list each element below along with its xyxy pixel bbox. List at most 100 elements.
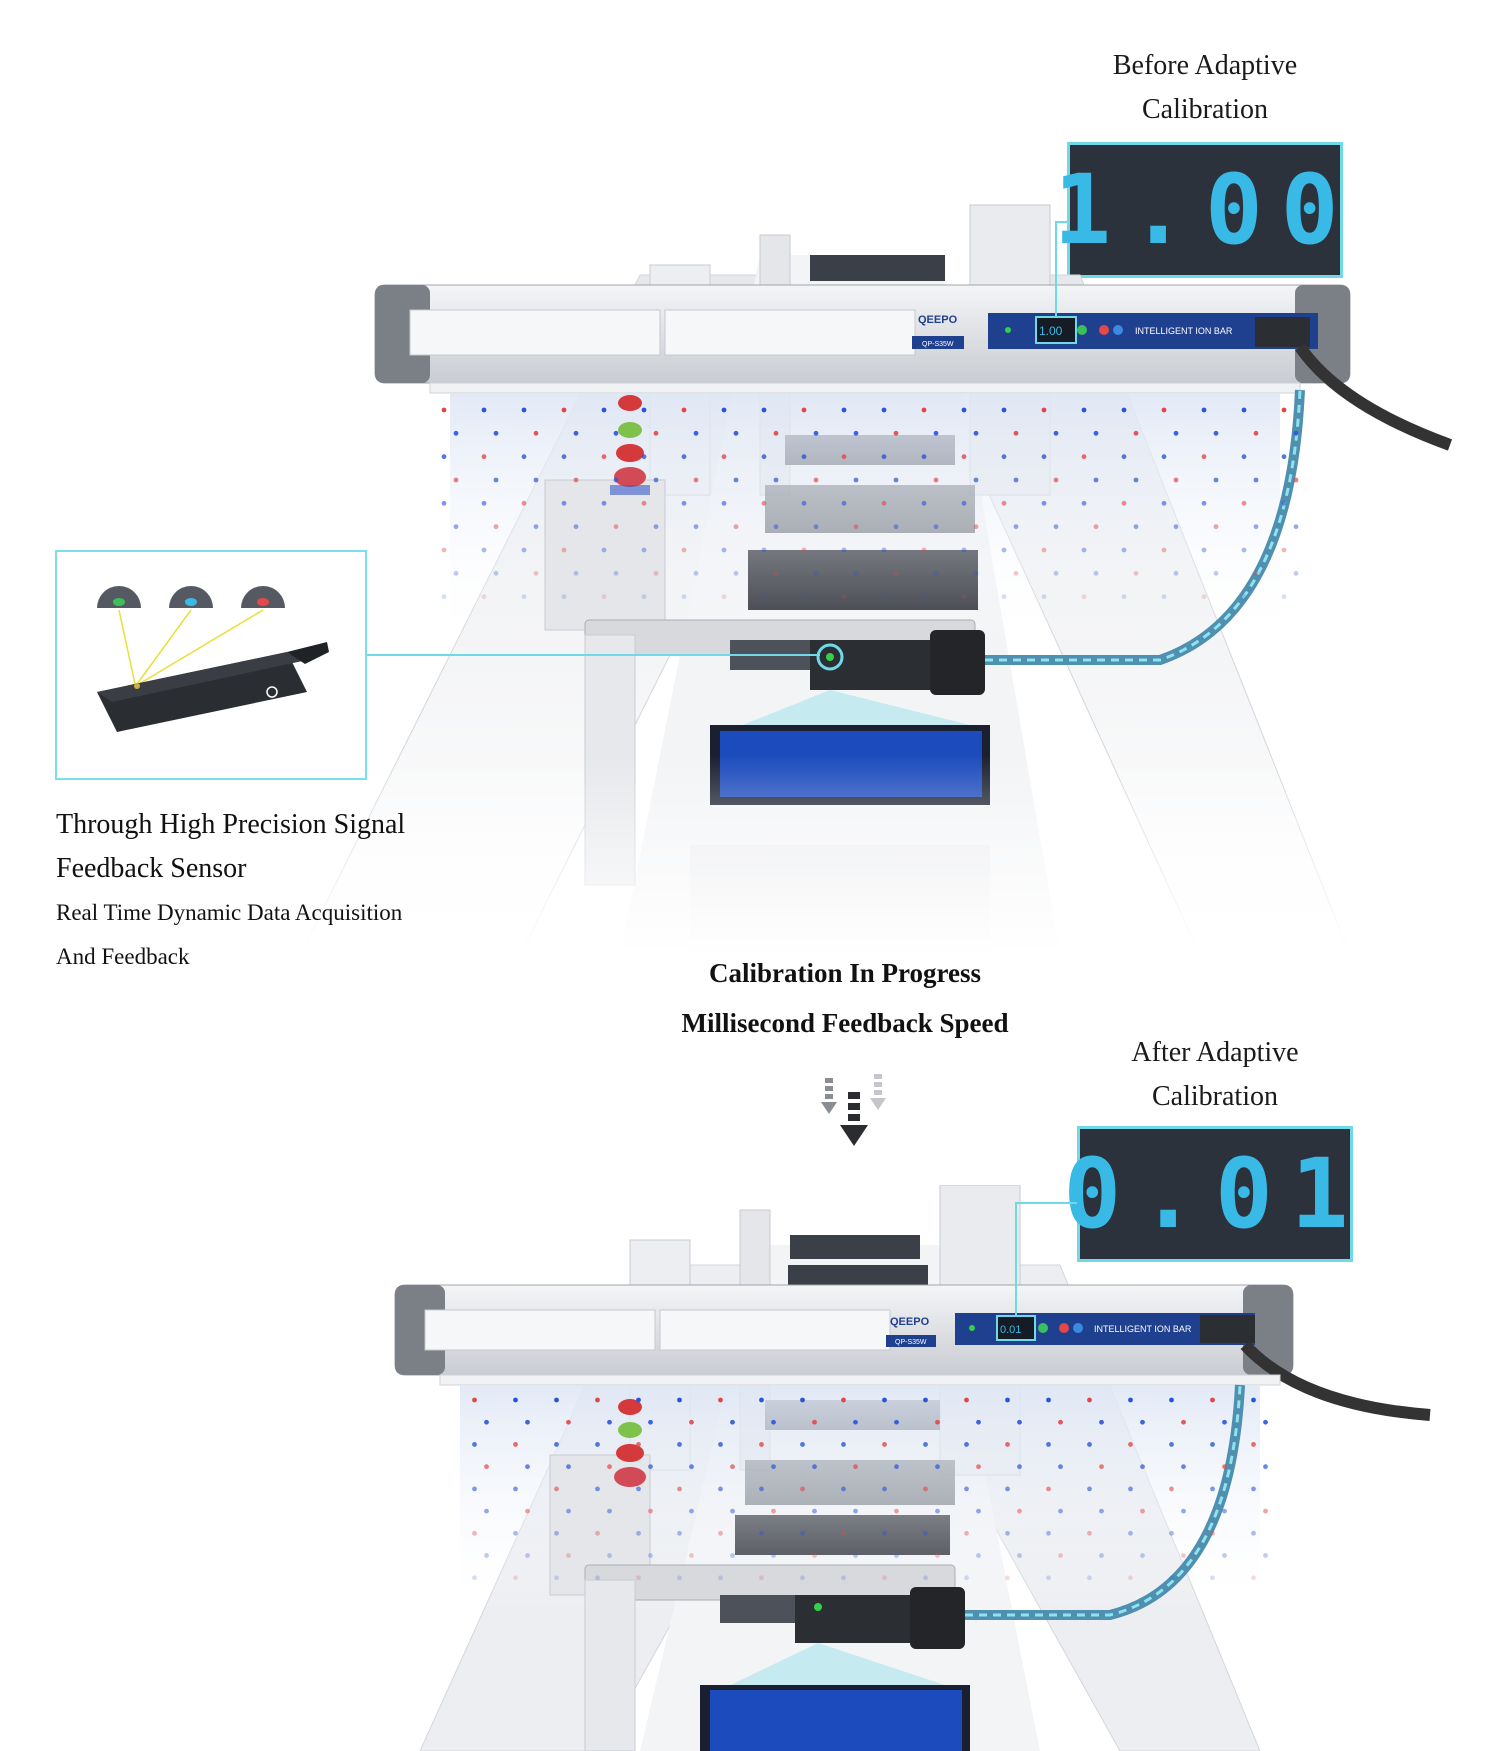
blue-led-icon [185, 598, 197, 606]
ion-particle [921, 547, 927, 553]
ion-particle [561, 407, 567, 413]
ion-particle [1005, 1442, 1010, 1447]
ion-particle [1222, 1464, 1227, 1470]
ion-particle [771, 1553, 776, 1558]
ion-particle [1087, 1575, 1092, 1581]
ion-particle [882, 1575, 887, 1581]
ion-particle [1241, 454, 1247, 460]
ion-particle [1161, 500, 1167, 506]
ion-particle [554, 1575, 559, 1581]
ion-particle [1013, 524, 1019, 530]
ion-particle [677, 1575, 682, 1581]
ion-particle [933, 477, 939, 483]
ion-particle [1169, 1575, 1174, 1581]
top-bar-brand: QEEPO [918, 314, 958, 326]
ion-particle [636, 1486, 641, 1492]
ion-particle [853, 430, 859, 436]
ion-particle [1121, 407, 1127, 413]
ion-particle [881, 500, 887, 506]
ion-particle [481, 500, 487, 506]
ion-particle [653, 570, 659, 576]
ion-particle [601, 407, 607, 413]
ion-particle [693, 477, 699, 483]
ion-particle [1201, 454, 1207, 460]
ion-particle [566, 1464, 571, 1470]
ion-particle [1169, 1530, 1174, 1536]
ion-particle [1293, 524, 1299, 530]
ion-particle [733, 524, 739, 530]
ion-particle [921, 594, 927, 600]
ion-particle [1093, 430, 1099, 436]
ion-particle [484, 1553, 489, 1558]
ion-particle [1133, 570, 1139, 576]
ion-particle [607, 1508, 612, 1514]
ion-particle [561, 594, 567, 600]
ion-particle [484, 1508, 489, 1514]
ion-particle [1173, 477, 1179, 483]
ion-particle [1253, 570, 1259, 576]
ion-particle [1169, 1397, 1174, 1403]
after-label-line1: After Adaptive [1131, 1037, 1299, 1068]
ion-particle [1093, 570, 1099, 576]
ion-particle [1128, 1442, 1133, 1447]
ion-particle [573, 430, 579, 436]
ion-particle [613, 524, 619, 530]
ion-particle [554, 1442, 559, 1447]
sensor-illustration [97, 586, 329, 732]
ion-particle [773, 524, 779, 530]
ion-particle [1293, 570, 1299, 576]
ion-particle [1210, 1486, 1215, 1492]
ion-particle [561, 500, 567, 506]
ion-particle [1161, 454, 1167, 460]
ion-particle [513, 1575, 518, 1581]
ion-particle [1087, 1442, 1092, 1447]
ion-particle [607, 1553, 612, 1558]
ion-particle [801, 547, 807, 553]
ion-particle [801, 407, 807, 413]
ion-particle [853, 1553, 858, 1558]
ion-particle [493, 477, 499, 483]
ion-particle [800, 1530, 805, 1536]
ion-particle [453, 524, 459, 530]
ion-particle [759, 1530, 764, 1536]
ion-particle [689, 1464, 694, 1470]
ion-particle [1099, 1508, 1104, 1514]
ion-particle [759, 1575, 764, 1581]
ion-particle [1213, 430, 1219, 436]
ion-particle [1128, 1530, 1133, 1536]
ion-particle [964, 1575, 969, 1581]
ion-particle [759, 1397, 764, 1403]
ion-particle [893, 570, 899, 576]
ion-particle [893, 524, 899, 530]
ion-particle [1241, 407, 1247, 413]
ion-particle [481, 454, 487, 460]
ion-particle [1005, 1530, 1010, 1536]
ion-particle [493, 570, 499, 576]
ion-particle [1133, 524, 1139, 530]
ion-particle [1293, 430, 1299, 436]
ion-particle [677, 1397, 682, 1403]
ion-particle [648, 1464, 653, 1470]
ion-particle [472, 1486, 477, 1492]
ion-particle [964, 1530, 969, 1536]
ion-particle [1251, 1486, 1256, 1492]
ion-particle [813, 477, 819, 483]
ion-particle [1046, 1486, 1051, 1492]
ion-particle [573, 524, 579, 530]
ion-particle [525, 1508, 530, 1514]
ion-particle [1013, 570, 1019, 576]
ion-particle [601, 547, 607, 553]
ion-particle [595, 1530, 600, 1536]
ion-particle [453, 430, 459, 436]
ion-particle [1263, 1508, 1268, 1514]
ion-particle [771, 1419, 776, 1425]
ion-particle [1041, 594, 1047, 600]
ion-particle [773, 430, 779, 436]
ion-particle [1140, 1464, 1145, 1470]
ion-particle [813, 430, 819, 436]
ion-particle [1281, 594, 1287, 600]
ion-particle [1005, 1397, 1010, 1403]
ion-particle [881, 407, 887, 413]
ion-particle [1181, 1419, 1186, 1425]
ion-particle [521, 407, 527, 413]
